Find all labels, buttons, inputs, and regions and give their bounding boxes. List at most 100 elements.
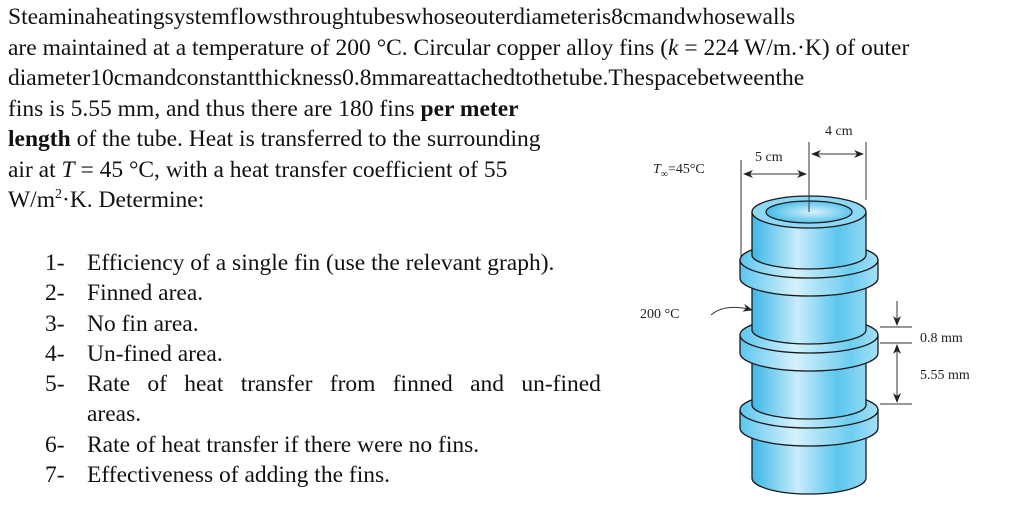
word: finned	[392, 371, 453, 398]
word: transfer	[240, 371, 313, 398]
word: walls	[745, 4, 796, 30]
word: and	[142, 65, 177, 91]
word: the	[775, 65, 805, 91]
word: in	[66, 4, 86, 30]
word: to	[515, 65, 534, 91]
word: cm	[113, 65, 143, 91]
word: °C,	[128, 156, 160, 183]
infinity-subscript: ∞	[660, 168, 668, 180]
question-text: Finned area.	[87, 280, 204, 307]
tube-body	[739, 195, 879, 495]
word: coefficient	[352, 156, 453, 183]
word: with	[165, 156, 208, 183]
word: are	[408, 65, 437, 91]
word: constant	[176, 65, 255, 91]
fin-thickness-label: 0.8 mm	[920, 331, 963, 346]
word: attached	[436, 65, 516, 91]
word: and	[470, 371, 505, 398]
text-run: of the tube. Heat is transferred to the …	[76, 126, 541, 152]
text-run: ·K. Determine:	[62, 187, 205, 213]
word: °C.	[376, 34, 408, 61]
word: a	[213, 156, 224, 183]
question-item-3: 3- No fin area.	[45, 309, 601, 339]
word: heat	[229, 156, 269, 183]
k-variable: k	[668, 34, 679, 61]
question-text: Effectiveness of adding the fins.	[87, 462, 391, 489]
word: diameter	[8, 65, 91, 91]
word: transfer	[274, 156, 347, 183]
word: heating	[95, 4, 165, 30]
word: 45	[99, 156, 124, 183]
tube-radius-label: 4 cm	[825, 124, 853, 139]
word: cm	[622, 4, 652, 30]
question-item-1: 1- Efficiency of a single fin (use the r…	[45, 248, 601, 278]
question-number: 4-	[45, 340, 65, 367]
questions-list: 1- Efficiency of a single fin (use the r…	[45, 248, 601, 490]
word: 8	[611, 4, 623, 30]
question-item-2: 2- Finned area.	[45, 278, 601, 308]
problem-line-4: fins is 5.55 mm, and thus there are 180 …	[8, 94, 1016, 125]
text-run: fins is 5.55 mm, and thus there are 180 …	[8, 95, 415, 122]
word: a	[85, 4, 96, 30]
word: are	[8, 34, 37, 61]
word: tube.	[562, 65, 609, 91]
question-text-continuation: areas.	[87, 401, 142, 428]
word: whose	[685, 4, 746, 30]
problem-line-6: air at T = 45 °C, with a heat transfer c…	[8, 155, 604, 186]
word: Rate	[87, 371, 131, 398]
superscript: 2	[55, 187, 62, 202]
word: diameter	[513, 4, 596, 30]
word: of	[458, 156, 478, 183]
word: =	[80, 156, 94, 183]
outer-radius-label: 5 cm	[755, 150, 783, 165]
word: thickness	[254, 65, 343, 91]
question-item-6: 6- Rate of heat transfer if there were n…	[45, 430, 601, 460]
question-text: No fin area.	[87, 310, 199, 337]
word: air	[8, 156, 33, 183]
word: mm	[371, 65, 409, 91]
word: of outer	[835, 34, 910, 61]
word: 0.8	[342, 65, 372, 91]
word: outer	[464, 4, 514, 30]
word: is	[595, 4, 612, 30]
word: 10	[90, 65, 114, 91]
word: of	[147, 371, 167, 398]
k-value: = 224 W/m.·K)	[678, 34, 830, 61]
word: through	[282, 4, 356, 30]
word: at	[38, 156, 56, 183]
word: and	[651, 4, 686, 30]
emphasis-per-meter: per meter	[420, 95, 519, 122]
question-number: 1-	[45, 250, 65, 276]
question-number: 5-	[45, 371, 65, 398]
problem-line-2: are maintained at a temperature of 200 °…	[8, 33, 1016, 64]
word: maintained	[42, 34, 147, 61]
question-number: 6-	[45, 431, 65, 458]
word: The	[608, 65, 645, 91]
emphasis-length: length	[8, 126, 71, 152]
word: between	[697, 65, 776, 91]
word: system	[164, 4, 230, 30]
word: space	[644, 65, 698, 91]
word: un-fined	[521, 371, 601, 398]
question-number: 3-	[45, 310, 65, 337]
question-text: Un-fined area.	[87, 340, 223, 367]
question-text: Rate of heat transfer if there were no f…	[87, 431, 480, 458]
word: at	[152, 34, 170, 61]
problem-line-7: W/m2·K. Determine:	[8, 185, 1016, 216]
word: fins	[619, 34, 655, 61]
word: tubes	[355, 4, 405, 30]
question-number: 2-	[45, 280, 65, 307]
word: heat	[184, 371, 224, 398]
word: whose	[404, 4, 465, 30]
problem-line-3: diameter10cmandconstantthickness0.8mmare…	[8, 63, 1016, 94]
problem-line-1: Steaminaheatingsystemflowsthroughtubeswh…	[8, 2, 1016, 33]
unit-text: W/m	[8, 187, 55, 213]
word: from	[329, 371, 376, 398]
question-item-4: 4- Un-fined area.	[45, 339, 601, 369]
word: alloy	[566, 34, 614, 61]
question-item-5-continuation: areas.	[45, 399, 601, 429]
question-text: Efficiency of a single fin (use the rele…	[87, 250, 555, 276]
t-variable: T	[653, 162, 661, 177]
word: Circular	[413, 34, 491, 61]
